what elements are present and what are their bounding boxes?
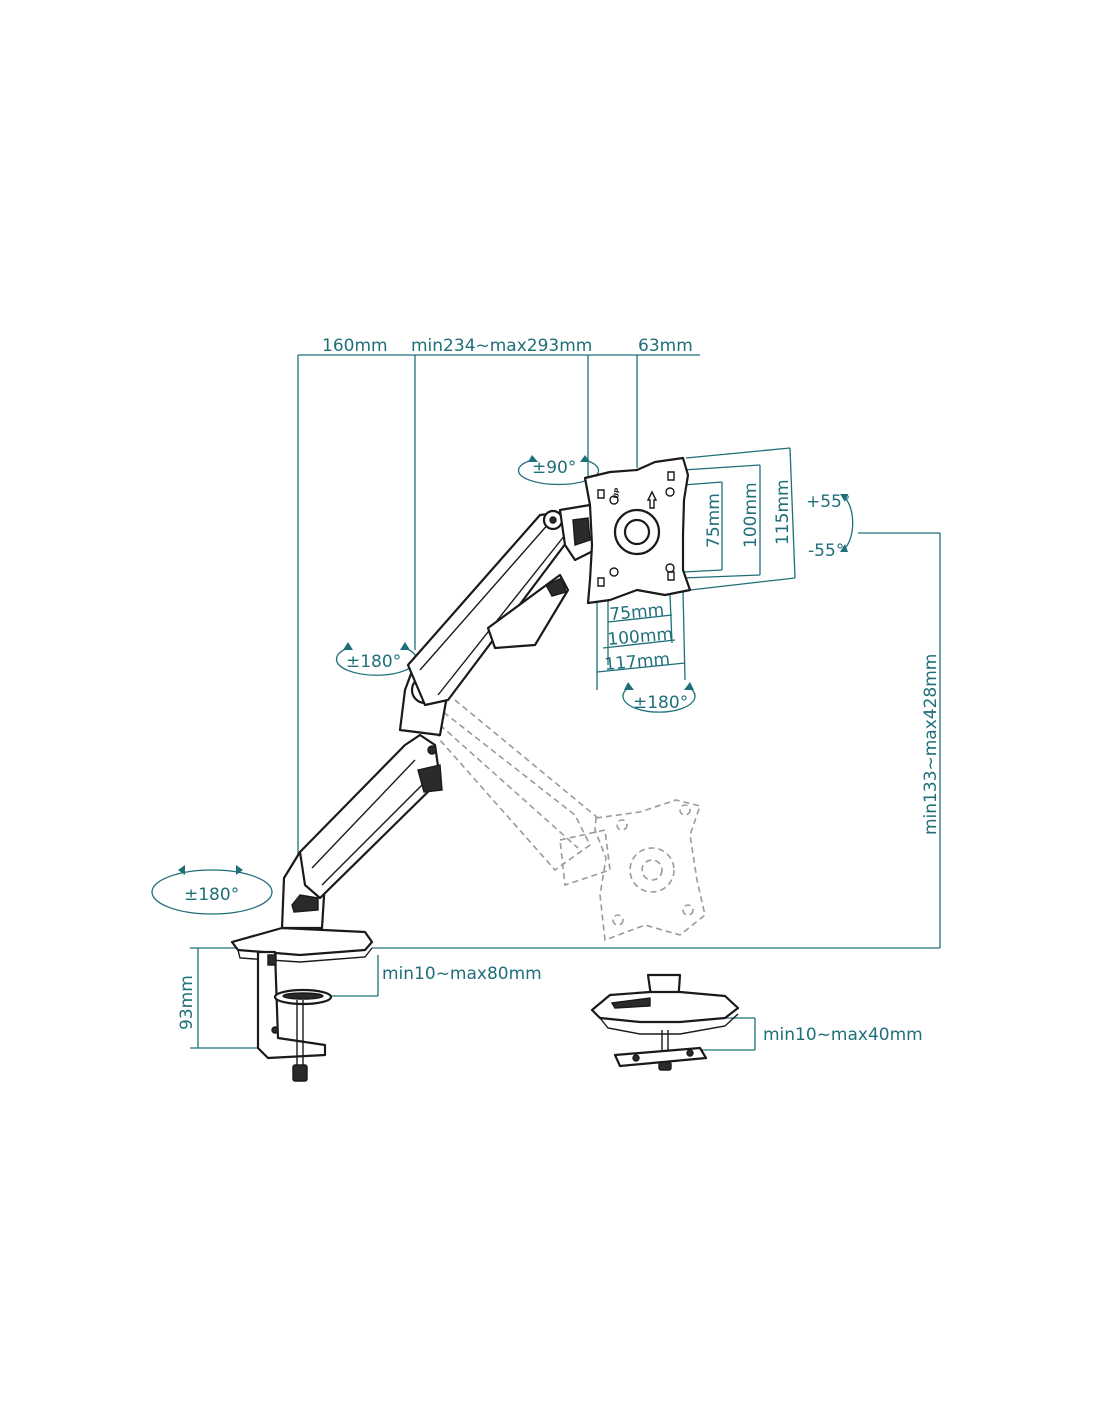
vesa-horizontal-100-label: 100mm bbox=[607, 624, 674, 650]
grommet-mount bbox=[590, 973, 740, 1071]
rotation-indicator-base bbox=[151, 865, 273, 915]
plate-offset-label: 63mm bbox=[638, 336, 693, 356]
rotation-indicator-plate bbox=[622, 682, 696, 713]
vesa-horizontal-117-label: 117mm bbox=[604, 649, 671, 675]
grommet-range-label: min10~max40mm bbox=[763, 1025, 923, 1045]
dimension-labels: 160mm min234~max293mm 63mm ±90° ±180° ±1… bbox=[177, 336, 941, 1045]
arm-reach-base-label: 160mm bbox=[322, 336, 388, 356]
rotation-top-label: ±90° bbox=[532, 458, 576, 478]
height-range-label: min133~max428mm bbox=[921, 654, 941, 835]
vesa-horizontal-75-label: 75mm bbox=[609, 600, 665, 625]
rotation-indicator-top bbox=[517, 455, 600, 486]
rotation-base-label: ±180° bbox=[184, 885, 239, 905]
clamp-height-label: 93mm bbox=[177, 975, 197, 1030]
tilt-up-label: +55° bbox=[806, 492, 850, 512]
vesa-vertical-115-label: 115mm bbox=[773, 479, 793, 545]
vesa-vertical-100-label: 100mm bbox=[741, 482, 761, 548]
plate-up-marking: UP bbox=[612, 487, 622, 499]
dimension-lines bbox=[190, 354, 941, 1051]
tilt-down-label: -55° bbox=[808, 541, 844, 561]
ghost-arm bbox=[426, 697, 706, 942]
arm-reach-range-label: min234~max293mm bbox=[411, 336, 592, 356]
monitor-arm bbox=[230, 456, 692, 1082]
rotation-plate-label: ±180° bbox=[633, 693, 688, 713]
vesa-vertical-75-label: 75mm bbox=[704, 493, 724, 548]
rotation-elbow-label: ±180° bbox=[346, 652, 401, 672]
clamp-range-label: min10~max80mm bbox=[382, 964, 542, 984]
tilt-indicator bbox=[840, 494, 854, 552]
